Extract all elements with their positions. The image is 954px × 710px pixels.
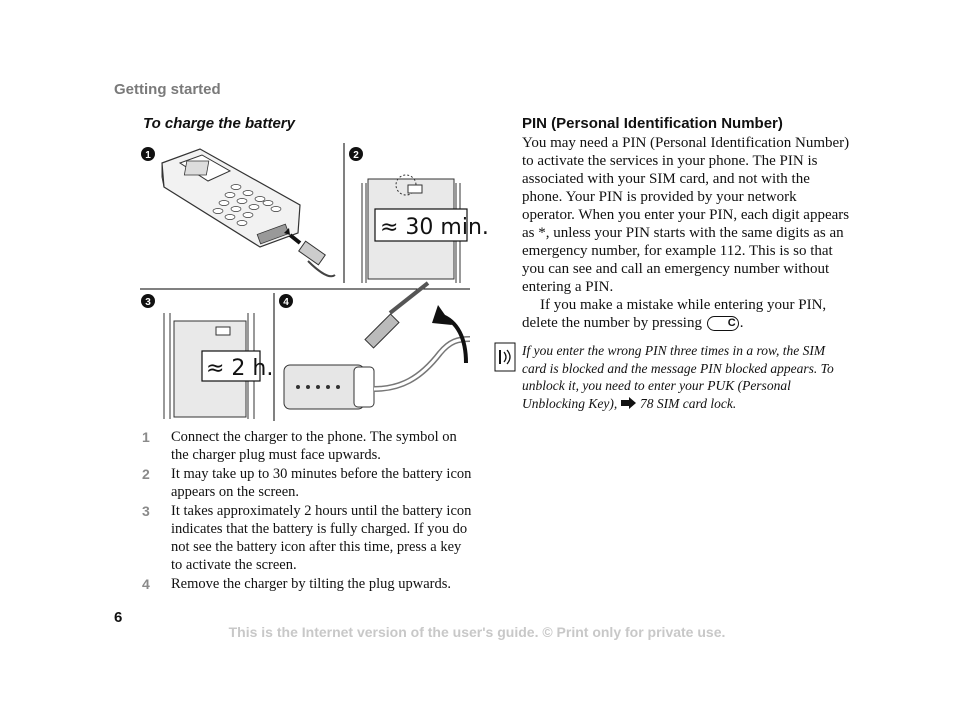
- charging-steps: 1 Connect the charger to the phone. The …: [142, 428, 472, 594]
- arrow-right-icon: [620, 396, 640, 411]
- note-text-main: If you enter the wrong PIN three times i…: [522, 343, 834, 411]
- unplug-illustration: [283, 281, 471, 410]
- pin-body: You may need a PIN (Personal Identificat…: [522, 134, 852, 332]
- step-text: It takes approximately 2 hours until the…: [171, 503, 472, 573]
- pin-paragraph-1: You may need a PIN (Personal Identificat…: [522, 135, 850, 295]
- pin-paragraph-2-end: .: [739, 315, 744, 331]
- svg-text:3: 3: [145, 297, 151, 308]
- panel-marker-4: 4: [279, 294, 293, 308]
- step-4: 4 Remove the charger by tilting the plug…: [142, 575, 472, 593]
- pin-paragraph-2-text: If you make a mistake while entering you…: [522, 297, 827, 331]
- pin-paragraph-2: If you make a mistake while entering you…: [522, 296, 852, 332]
- screen-30min: ≈ 30 min.: [361, 174, 489, 283]
- step-text: Remove the charger by tilting the plug u…: [171, 576, 452, 592]
- step-number: 2: [142, 466, 150, 482]
- step-number: 3: [142, 503, 150, 519]
- phone-illustration: [161, 148, 336, 278]
- svg-text:2: 2: [353, 150, 359, 161]
- svg-text:≈ 2 h.: ≈ 2 h.: [206, 356, 273, 381]
- panel-marker-2: 2: [349, 147, 363, 161]
- note-icon: [494, 342, 516, 377]
- svg-text:4: 4: [283, 297, 289, 308]
- panel-marker-1: 1: [141, 147, 155, 161]
- note-cross-reference: 78 SIM card lock.: [639, 395, 737, 411]
- step-3: 3 It takes approximately 2 hours until t…: [142, 502, 472, 574]
- step-text: Connect the charger to the phone. The sy…: [171, 429, 457, 463]
- left-section-title: To charge the battery: [143, 115, 295, 132]
- step-number: 1: [142, 429, 150, 445]
- note-text: If you enter the wrong PIN three times i…: [522, 342, 840, 412]
- svg-text:1: 1: [145, 150, 151, 161]
- screen-2h: ≈ 2 h.: [163, 313, 273, 419]
- charging-illustration: 1 2 3 4: [140, 143, 489, 428]
- pin-section-title: PIN (Personal Identification Number): [522, 115, 783, 132]
- c-key-icon: C: [706, 316, 739, 332]
- step-2: 2 It may take up to 30 minutes before th…: [142, 465, 472, 501]
- page-number: 6: [114, 609, 123, 626]
- step-number: 4: [142, 576, 150, 592]
- panel-marker-3: 3: [141, 294, 155, 308]
- section-header: Getting started: [114, 81, 221, 98]
- svg-text:≈ 30 min.: ≈ 30 min.: [380, 215, 489, 240]
- step-text: It may take up to 30 minutes before the …: [171, 466, 472, 500]
- footer-notice: This is the Internet version of the user…: [228, 624, 726, 640]
- step-1: 1 Connect the charger to the phone. The …: [142, 428, 472, 464]
